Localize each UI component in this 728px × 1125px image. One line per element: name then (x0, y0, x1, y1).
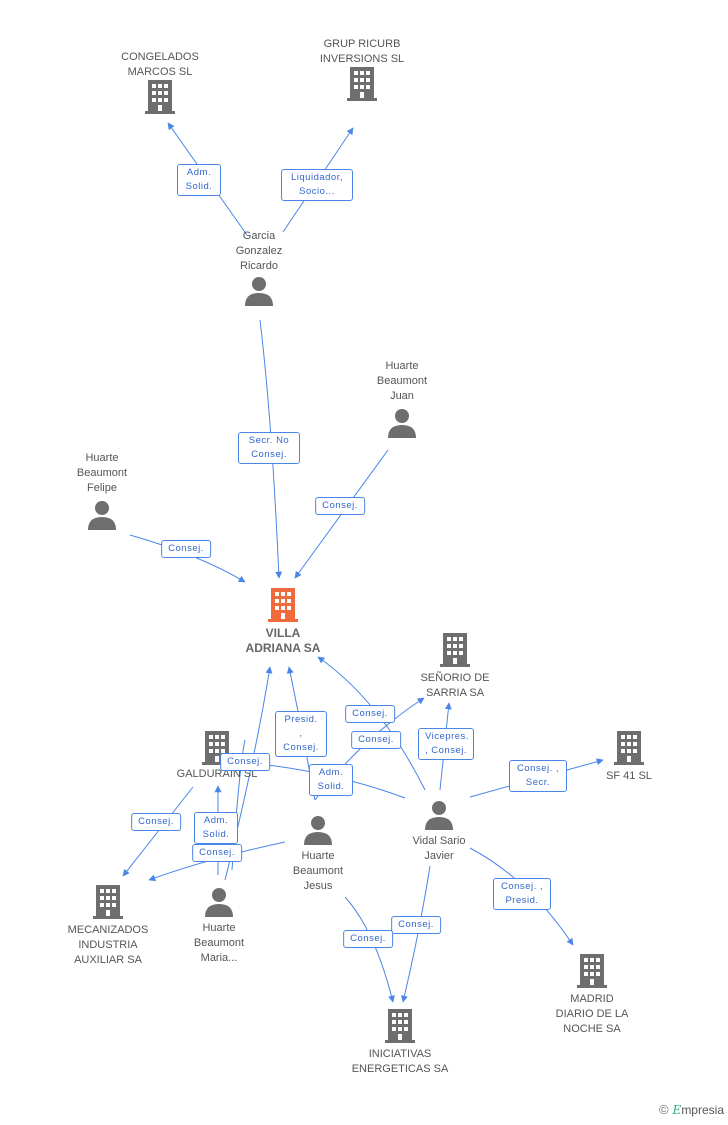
edge-label-presid-consej[interactable]: Presid. , Consej. (275, 711, 327, 757)
node-label: Huarte Beaumont Felipe (76, 452, 128, 494)
edge-vidal-ini (401, 865, 431, 1003)
node-madrid[interactable]: MADRID DIARIO DE LA NOCHE SA (532, 954, 652, 1037)
edge-label-secr-no-consej[interactable]: Secr. No Consej. (238, 432, 300, 464)
node-congelados[interactable]: CONGELADOS MARCOS SL (100, 50, 220, 114)
person-icon (425, 801, 453, 830)
edge-jesus-ini (344, 896, 395, 1003)
building-icon (145, 80, 175, 114)
node-garcia[interactable]: Garcia Gonzalez Ricardo (199, 229, 319, 306)
edge-label-consej-senorio[interactable]: Consej. (351, 731, 401, 749)
building-icon (385, 1009, 415, 1043)
person-icon (205, 888, 233, 917)
person-icon (245, 277, 273, 306)
node-iniciativas[interactable]: INICIATIVAS ENERGETICAS SA (340, 1009, 460, 1077)
node-label: GALDURAIN SL (176, 768, 258, 780)
node-label: SEÑORIO DE SARRIA SA (420, 672, 490, 699)
edge-label-vicepres[interactable]: Vicepres. , Consej. (418, 728, 474, 760)
brand-initial: E (672, 1103, 682, 1117)
brand-logo: ©Empresia (659, 1102, 724, 1117)
edge-label-liquidador[interactable]: Liquidador, Socio... (281, 169, 353, 201)
edge-galdurain-mec (122, 786, 194, 877)
building-icon (347, 67, 377, 101)
building-icon (93, 885, 123, 919)
edge-label-adm-solid-jesus[interactable]: Adm. Solid. (309, 764, 353, 796)
edge-label-consej-galdurain[interactable]: Consej. (220, 753, 270, 771)
node-label: SF 41 SL (606, 770, 652, 782)
node-vidal[interactable]: Vidal Sario Javier (379, 800, 499, 864)
node-label: Garcia Gonzalez Ricardo (235, 230, 283, 272)
node-huarte-jesus[interactable]: Huarte Beaumont Jesus (258, 815, 378, 894)
node-label: MECANIZADOS INDUSTRIA AUXILIAR SA (67, 924, 149, 966)
node-label: Huarte Beaumont Juan (376, 360, 428, 402)
node-label: INICIATIVAS ENERGETICAS SA (351, 1048, 449, 1075)
person-icon (304, 816, 332, 845)
node-senorio[interactable]: SEÑORIO DE SARRIA SA (395, 633, 515, 701)
node-huarte-maria[interactable]: Huarte Beaumont Maria... (159, 887, 279, 966)
node-grup[interactable]: GRUP RICURB INVERSIONS SL (302, 37, 422, 101)
node-huarte-juan[interactable]: Huarte Beaumont Juan (342, 359, 462, 438)
building-icon (440, 633, 470, 667)
brand-name: mpresia (681, 1103, 724, 1117)
node-label: VILLA ADRIANA SA (245, 626, 321, 655)
node-label: GRUP RICURB INVERSIONS SL (319, 38, 405, 65)
node-galdurain[interactable]: GALDURAIN SL (157, 731, 277, 782)
node-mecanizados[interactable]: MECANIZADOS INDUSTRIA AUXILIAR SA (48, 885, 168, 968)
node-huarte-felipe[interactable]: Huarte Beaumont Felipe (42, 451, 162, 530)
edge-label-consej-felipe[interactable]: Consej. (161, 540, 211, 558)
edge-label-adm-solid-maria[interactable]: Adm. Solid. (194, 812, 238, 844)
node-sf41[interactable]: SF 41 SL (569, 731, 689, 784)
node-label: Vidal Sario Javier (412, 835, 466, 862)
edge-label-consej-maria-mec[interactable]: Consej. (192, 844, 242, 862)
building-icon (577, 954, 607, 988)
node-label: Huarte Beaumont Maria... (193, 922, 245, 964)
edge-label-consej-vidal-ini[interactable]: Consej. (391, 916, 441, 934)
node-label: Huarte Beaumont Jesus (292, 850, 344, 892)
node-label: CONGELADOS MARCOS SL (121, 51, 199, 78)
edge-label-adm-solid[interactable]: Adm. Solid. (177, 164, 221, 196)
building-icon (268, 588, 298, 622)
node-label: MADRID DIARIO DE LA NOCHE SA (555, 993, 629, 1035)
person-icon (88, 501, 116, 530)
edge-label-consej-mecanizados[interactable]: Consej. (131, 813, 181, 831)
person-icon (388, 409, 416, 438)
node-villa-adriana[interactable]: VILLA ADRIANA SA (223, 588, 343, 656)
edge-label-consej-jesus-ini[interactable]: Consej. (343, 930, 393, 948)
edge-label-consej-juan[interactable]: Consej. (315, 497, 365, 515)
edge-label-consej-vidal-villa[interactable]: Consej. (345, 705, 395, 723)
edge-label-consej-secr[interactable]: Consej. , Secr. (509, 760, 567, 792)
copyright-icon: © (658, 1102, 669, 1117)
building-icon (614, 731, 644, 765)
edge-label-consej-presid[interactable]: Consej. , Presid. (493, 878, 551, 910)
